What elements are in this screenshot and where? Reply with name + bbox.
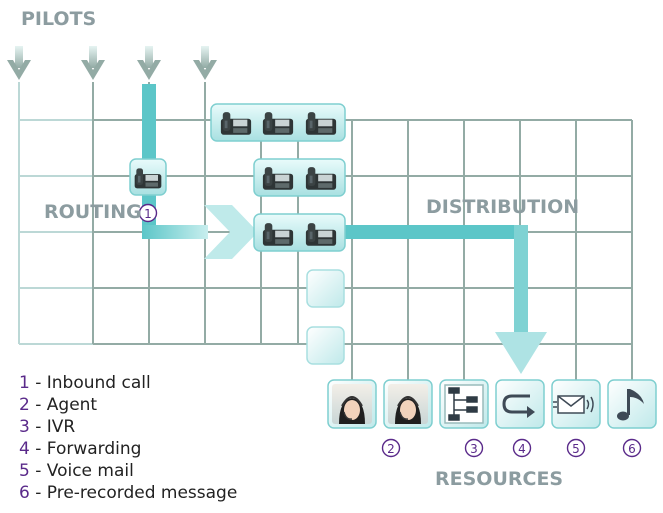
resources-label: RESOURCES (435, 468, 564, 490)
music-note-icon (617, 389, 644, 421)
forwarding-arrow-icon (502, 394, 535, 418)
pilot-arrow-icon (7, 46, 31, 80)
pilots-label: PILOTS (21, 8, 97, 30)
legend-item: 3 - IVR (19, 417, 76, 437)
empty-slots (306, 269, 345, 365)
agent-headset-icon (332, 384, 372, 424)
ivr-tree-icon (444, 384, 484, 424)
legend-item: 4 - Forwarding (19, 439, 142, 459)
legend-item: 6 - Pre-recorded message (19, 483, 238, 503)
pilot-arrow-icon (137, 46, 161, 80)
svg-text:3: 3 (470, 442, 478, 456)
routing-phone-box (129, 158, 167, 196)
legend: 1 - Inbound call 2 - Agent 3 - IVR 4 - F… (19, 372, 237, 504)
pilot-arrow-icon (81, 46, 105, 80)
phone-tray (253, 213, 346, 252)
svg-text:2: 2 (387, 442, 395, 456)
agent-headset-icon (388, 384, 428, 424)
svg-text:6: 6 (628, 442, 636, 456)
pilot-arrow-icon (193, 46, 217, 80)
legend-item: 1 - Inbound call (19, 373, 151, 393)
legend-item: 5 - Voice mail (19, 461, 134, 481)
resource-ivr-tile (439, 379, 489, 429)
phone-tray (210, 103, 346, 142)
resource-markers: 2 3 4 5 6 (381, 438, 642, 458)
svg-text:5: 5 (572, 442, 580, 456)
resource-marker: 3 (464, 438, 484, 458)
resource-marker: 5 (566, 438, 586, 458)
routing-label: ROUTING (44, 201, 142, 223)
resource-marker: 2 (381, 438, 401, 458)
grid-faint-lines (18, 82, 93, 345)
svg-text:4: 4 (518, 442, 526, 456)
resource-music-tile (607, 379, 657, 429)
routing-marker: 1 (138, 203, 158, 223)
distribution-label: DISTRIBUTION (426, 196, 580, 218)
resource-voicemail-tile (551, 379, 601, 429)
voicemail-envelope-icon (553, 395, 594, 414)
phone-tray (253, 158, 346, 197)
resource-agent-tile (327, 379, 377, 429)
resource-marker: 4 (512, 438, 532, 458)
resource-marker: 6 (622, 438, 642, 458)
pilot-arrows (7, 46, 217, 80)
resource-agent-tile (383, 379, 433, 429)
svg-text:1: 1 (144, 207, 152, 221)
resource-forwarding-tile (495, 379, 545, 429)
distribution-path (340, 225, 547, 374)
legend-item: 2 - Agent (19, 395, 98, 415)
